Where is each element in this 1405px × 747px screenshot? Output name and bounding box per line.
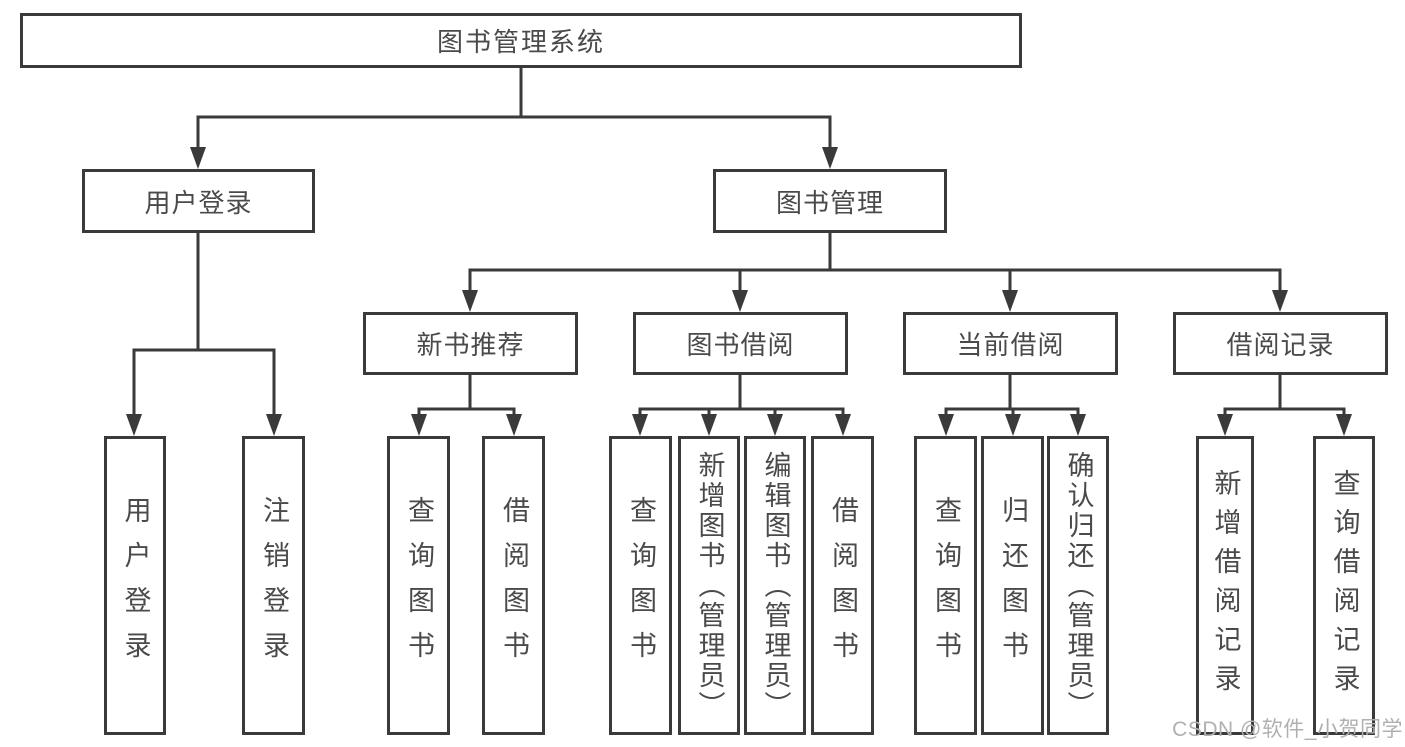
leaf-confirm-return-admin: 确认归还（管理员）	[1047, 436, 1109, 735]
leaf-user-login: 用户登录	[104, 436, 166, 735]
leaf-logout: 注销登录	[242, 436, 305, 735]
leaf-add-books-admin: 新增图书（管理员）	[678, 436, 740, 735]
node-new-book-recommend: 新书推荐	[363, 312, 578, 375]
node-borrow-records: 借阅记录	[1173, 312, 1388, 375]
node-book-borrow: 图书借阅	[633, 312, 848, 375]
leaf-query-books-borrow: 查询图书	[609, 436, 672, 735]
leaf-borrow-books-recommend: 借阅图书	[482, 436, 545, 735]
leaf-query-books-current: 查询图书	[914, 436, 977, 735]
csdn-watermark: CSDN @软件_小贺同学	[1172, 718, 1403, 741]
leaf-borrow-books: 借阅图书	[811, 436, 874, 735]
leaf-query-borrow-record: 查询借阅记录	[1313, 436, 1375, 735]
node-current-borrow: 当前借阅	[903, 312, 1118, 375]
leaf-query-books-recommend: 查询图书	[387, 436, 450, 735]
node-user-login-module: 用户登录	[82, 169, 315, 233]
node-book-management-module: 图书管理	[713, 169, 947, 233]
leaf-return-books: 归还图书	[981, 436, 1044, 735]
node-root-system: 图书管理系统	[20, 13, 1022, 68]
leaf-edit-books-admin: 编辑图书（管理员）	[744, 436, 806, 735]
leaf-add-borrow-record: 新增借阅记录	[1196, 436, 1254, 735]
